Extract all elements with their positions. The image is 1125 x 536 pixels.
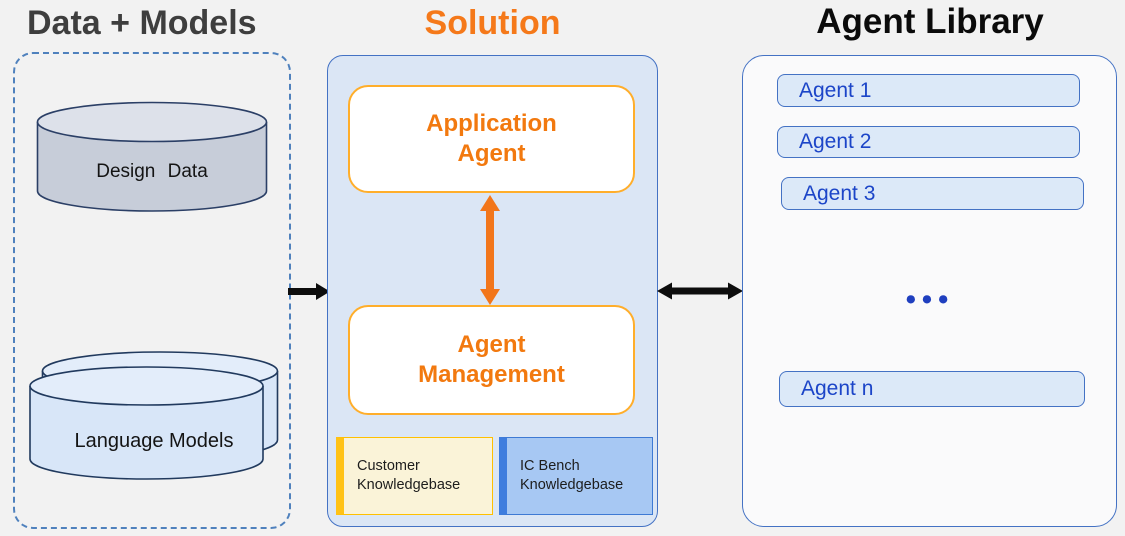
agent-3-item: Agent 3	[781, 177, 1084, 210]
agent-management-box: Agent Management	[348, 305, 635, 415]
bidirectional-vertical-arrow-icon	[477, 195, 503, 305]
agent-1-label: Agent 1	[799, 78, 872, 102]
flow-right-arrow-icon	[288, 279, 330, 304]
agent-2-item: Agent 2	[777, 126, 1080, 158]
database-cylinder-icon	[36, 101, 268, 212]
ellipsis-icon: •••	[905, 284, 955, 316]
customer-kb-line1: Customer	[357, 458, 420, 475]
application-agent-label: Application Agent	[426, 110, 557, 167]
bidirectional-horizontal-arrow-icon	[657, 279, 743, 303]
solution-title: Solution	[424, 4, 561, 42]
language-models-label: Language Models	[74, 430, 234, 452]
data-models-title: Data + Models	[27, 4, 257, 42]
agent-library-title: Agent Library	[816, 2, 1044, 41]
agent-management-label: Agent Management	[418, 331, 565, 388]
customer-kb-line2: Knowledgebase	[357, 477, 461, 493]
agent-1-item: Agent 1	[777, 74, 1080, 107]
icbench-kb-line1: IC Bench	[520, 458, 580, 475]
agent-3-label: Agent 3	[803, 181, 876, 205]
language-models-cylinder: Language Models	[28, 347, 280, 481]
icbench-kb-line2: Knowledgebase	[520, 477, 624, 493]
design-data-cylinder: Design Data	[36, 101, 268, 213]
design-data-label: Design Data	[96, 161, 208, 182]
agent-n-label: Agent n	[801, 377, 874, 400]
agent-2-label: Agent 2	[799, 130, 872, 153]
customer-knowledgebase-card: Customer Knowledgebase	[336, 437, 493, 515]
agent-n-item: Agent n	[779, 371, 1085, 407]
icbench-knowledgebase-card: IC Bench Knowledgebase	[499, 437, 653, 515]
stacked-database-cylinder-icon	[29, 351, 279, 480]
application-agent-box: Application Agent	[348, 85, 635, 193]
